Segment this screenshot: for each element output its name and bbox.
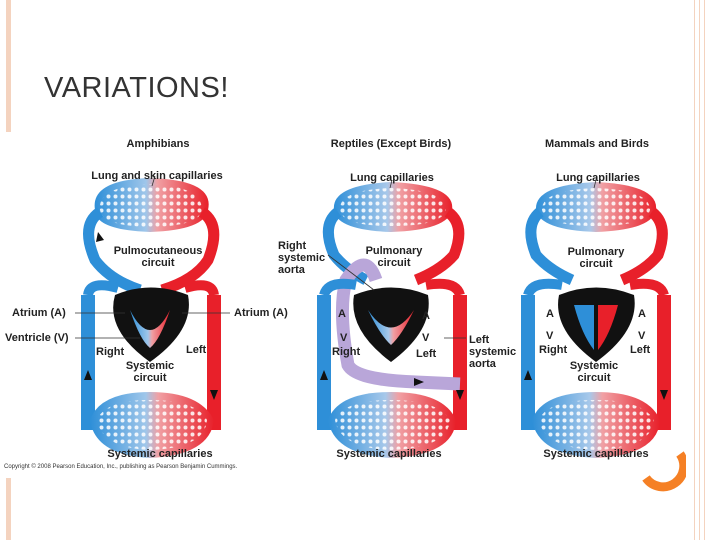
reptile-heart: [353, 287, 429, 362]
reptile-circulation-diagram: [317, 179, 467, 458]
right-systemic-aorta: [335, 258, 461, 391]
left-border-line-lower: [6, 478, 11, 540]
mammal-bird-circulation-diagram: [521, 179, 671, 458]
panel-reptiles: Reptiles (Except Birds) Lung capillaries…: [276, 130, 506, 470]
atrium-left-label: Atrium (A): [12, 307, 66, 319]
ventricle-left-label: V: [546, 330, 554, 342]
ventricle-left-label: V: [340, 332, 348, 344]
ventricle-label: Ventricle (V): [5, 332, 69, 344]
panel-amphibians: Amphibians Lung and skin capillaries Pul…: [0, 130, 230, 470]
right-border-line-2: [699, 0, 700, 540]
panel-heading: Mammals and Birds: [545, 138, 649, 150]
right-systemic-aorta-label: Right systemic aorta: [278, 240, 326, 276]
top-capillaries-label: Lung capillaries: [556, 172, 640, 184]
copyright-notice: Copyright © 2008 Pearson Education, Inc.…: [4, 464, 238, 470]
right-border-line-1: [694, 0, 695, 540]
pulmonary-circuit-label: Pulmonary circuit: [365, 245, 423, 269]
systemic-circuit-label: Systemic circuit: [569, 360, 619, 384]
slide-title: VARIATIONS!: [44, 72, 229, 104]
amphibian-heart: [113, 287, 189, 362]
panel-heading: Reptiles (Except Birds): [330, 138, 452, 150]
left-side-label: Left: [186, 344, 207, 356]
left-side-label: Left: [416, 348, 437, 360]
atrium-right-label: Atrium (A): [234, 307, 288, 319]
atrium-left-label: A: [338, 308, 346, 320]
amphibian-circulation-diagram: [75, 175, 230, 458]
top-capillaries-label: Lung capillaries: [350, 172, 434, 184]
four-chamber-heart: [558, 287, 635, 362]
atrium-right-label: A: [422, 310, 430, 322]
ventricle-right-label: V: [422, 332, 430, 344]
right-side-label: Right: [332, 346, 361, 358]
pulmonary-circuit-label: Pulmonary circuit: [567, 246, 625, 270]
bottom-capillaries-label: Systemic capillaries: [336, 448, 442, 460]
left-systemic-aorta-label: Left systemic aorta: [469, 334, 517, 370]
top-capillaries-label: Lung and skin capillaries: [91, 170, 223, 182]
ventricle-right-label: V: [638, 330, 646, 342]
left-side-label: Left: [630, 344, 651, 356]
systemic-circuit-label: Systemic circuit: [125, 360, 175, 384]
left-border-line: [6, 0, 11, 132]
panel-mammals-birds: Mammals and Birds Lung capillaries Pulmo…: [484, 130, 714, 470]
bottom-capillaries-label: Systemic capillaries: [543, 448, 649, 460]
right-border-line-3: [704, 0, 705, 540]
corner-accent-arc: [642, 451, 686, 492]
bottom-capillaries-label: Systemic capillaries: [107, 448, 213, 460]
atrium-right-label: A: [638, 308, 646, 320]
atrium-left-label: A: [546, 308, 554, 320]
right-side-label: Right: [96, 346, 125, 358]
pulmocutaneous-circuit-label: Pulmocutaneous circuit: [113, 245, 203, 269]
right-side-label: Right: [539, 344, 568, 356]
panel-heading: Amphibians: [126, 138, 190, 150]
